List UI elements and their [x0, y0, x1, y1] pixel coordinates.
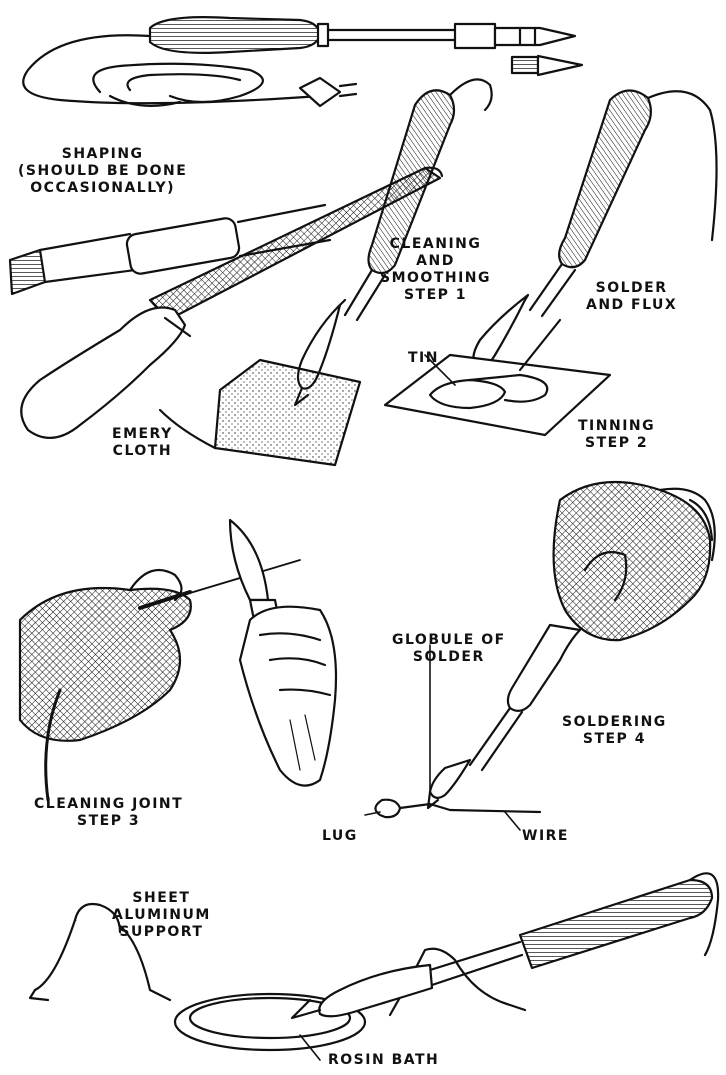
label-sheet-line-2: ALUMINUM	[112, 907, 211, 924]
label-wire: WIRE	[522, 828, 569, 845]
label-emery-line-1: EMERY	[112, 426, 173, 443]
label-cleaning-joint: CLEANING JOINT STEP 3	[34, 796, 183, 830]
label-emery-cloth: EMERY CLOTH	[112, 426, 173, 460]
cleaning-joint-illustration	[20, 520, 336, 800]
label-solder-flux-line-1: SOLDER	[586, 280, 677, 297]
label-shaping: SHAPING (SHOULD BE DONE OCCASIONALLY)	[18, 146, 187, 197]
label-soldering: SOLDERING STEP 4	[562, 714, 667, 748]
label-cleaning-line-1: CLEANING	[380, 236, 491, 253]
label-cleaning-line-3: SMOOTHING	[380, 270, 491, 287]
label-rosin-bath: ROSIN BATH	[328, 1052, 439, 1069]
label-shaping-line-1: SHAPING	[18, 146, 187, 163]
label-tinning-line-2: STEP 2	[578, 435, 655, 452]
top-soldering-iron	[23, 17, 582, 106]
label-globule-line-2: SOLDER	[392, 649, 506, 666]
label-cleaning-smoothing: CLEANING AND SMOOTHING STEP 1	[380, 236, 491, 304]
label-cleaning-joint-line-2: STEP 3	[34, 813, 183, 830]
label-cleaning-line-2: AND	[380, 253, 491, 270]
label-tin: TIN	[408, 350, 439, 367]
label-lug: LUG	[322, 828, 358, 845]
label-cleaning-line-4: STEP 1	[380, 287, 491, 304]
label-sheet-line-3: SUPPORT	[112, 924, 211, 941]
label-globule: GLOBULE OF SOLDER	[392, 632, 506, 666]
label-soldering-line-2: STEP 4	[562, 731, 667, 748]
label-solder-flux: SOLDER AND FLUX	[586, 280, 677, 314]
label-sheet-line-1: SHEET	[112, 890, 211, 907]
label-emery-line-2: CLOTH	[112, 443, 173, 460]
label-tinning-line-1: TINNING	[578, 418, 655, 435]
label-cleaning-joint-line-1: CLEANING JOINT	[34, 796, 183, 813]
label-shaping-line-2: (SHOULD BE DONE	[18, 163, 187, 180]
label-soldering-line-1: SOLDERING	[562, 714, 667, 731]
label-sheet-support: SHEET ALUMINUM SUPPORT	[112, 890, 211, 941]
label-tinning: TINNING STEP 2	[578, 418, 655, 452]
label-solder-flux-line-2: AND FLUX	[586, 297, 677, 314]
label-globule-line-1: GLOBULE OF	[392, 632, 506, 649]
label-shaping-line-3: OCCASIONALLY)	[18, 180, 187, 197]
